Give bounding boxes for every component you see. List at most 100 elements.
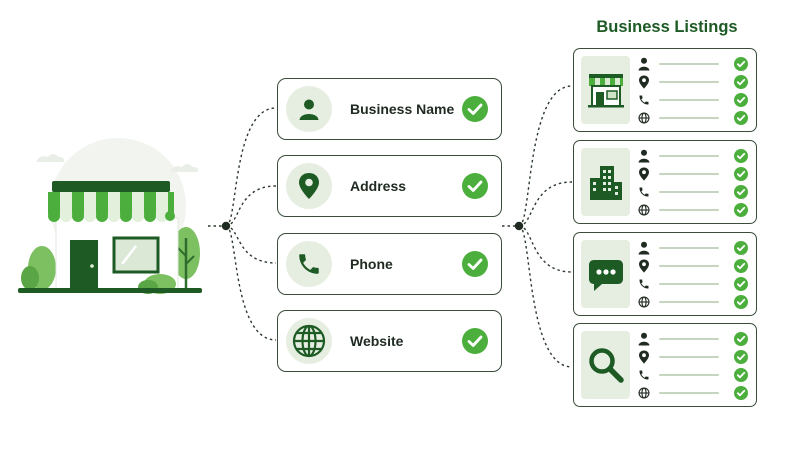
placeholder-line [659, 301, 719, 303]
person-icon [638, 332, 650, 346]
listing-row-website [636, 111, 752, 125]
check-circle-icon [462, 96, 488, 122]
check-circle-icon [734, 167, 748, 181]
listing-card-buildings [573, 140, 757, 224]
location-pin-icon [639, 259, 649, 273]
listing-fields [636, 54, 752, 126]
placeholder-line [659, 247, 719, 249]
globe-icon [638, 204, 650, 216]
phone-icon [286, 241, 332, 287]
check-circle-icon [734, 386, 748, 400]
connector-to-address [225, 185, 277, 227]
placeholder-line [659, 63, 719, 65]
check-circle-icon [462, 173, 488, 199]
listing-row-name [636, 149, 752, 163]
placeholder-line [659, 392, 719, 394]
check-circle-icon [734, 57, 748, 71]
placeholder-line [659, 265, 719, 267]
check-circle-icon [734, 368, 748, 382]
check-circle-icon [734, 75, 748, 89]
listing-row-phone [636, 368, 752, 382]
placeholder-line [659, 81, 719, 83]
location-pin-icon [639, 350, 649, 364]
connector-to-business-name [225, 107, 277, 227]
listing-row-name [636, 57, 752, 71]
listing-row-website [636, 386, 752, 400]
chat-bubble-icon [581, 240, 630, 308]
check-circle-icon [734, 203, 748, 217]
listing-row-phone [636, 185, 752, 199]
placeholder-line [659, 283, 719, 285]
connector-to-website [225, 225, 277, 341]
listing-row-phone [636, 277, 752, 291]
check-circle-icon [462, 328, 488, 354]
placeholder-line [659, 209, 719, 211]
check-circle-icon [734, 111, 748, 125]
listing-row-phone [636, 93, 752, 107]
field-label-address: Address [350, 178, 407, 194]
junction-dot-left [221, 221, 231, 231]
connector-to-listing-2 [518, 181, 573, 227]
placeholder-line [659, 117, 719, 119]
connector-to-listing-1 [518, 85, 573, 227]
field-label-phone: Phone [350, 256, 393, 272]
placeholder-line [659, 191, 719, 193]
listing-row-address [636, 75, 752, 89]
listing-fields [636, 329, 752, 401]
magnifier-icon [581, 331, 630, 399]
phone-icon [639, 187, 649, 197]
listing-card-storefront [573, 48, 757, 132]
listing-card-reviews [573, 232, 757, 316]
placeholder-line [659, 155, 719, 157]
listing-row-name [636, 332, 752, 346]
check-circle-icon [734, 332, 748, 346]
field-card-business-name: Business Name [277, 78, 502, 140]
field-label-business-name: Business Name [350, 101, 455, 117]
buildings-icon [581, 148, 630, 216]
check-circle-icon [462, 251, 488, 277]
listings-title: Business Listings [596, 18, 738, 36]
placeholder-line [659, 173, 719, 175]
person-icon [638, 149, 650, 163]
connector-to-listing-3 [518, 225, 573, 273]
check-circle-icon [734, 259, 748, 273]
phone-icon [639, 370, 649, 380]
listing-row-address [636, 259, 752, 273]
location-pin-icon [286, 163, 332, 209]
check-circle-icon [734, 241, 748, 255]
placeholder-line [659, 356, 719, 358]
check-circle-icon [734, 185, 748, 199]
field-label-website: Website [350, 333, 404, 349]
location-pin-icon [639, 167, 649, 181]
person-icon [638, 241, 650, 255]
listing-row-address [636, 167, 752, 181]
storefront-icon [18, 138, 202, 294]
listing-row-website [636, 203, 752, 217]
connector-to-phone [225, 225, 277, 264]
phone-icon [639, 279, 649, 289]
globe-icon [638, 387, 650, 399]
storefront-icon [581, 56, 630, 124]
check-circle-icon [734, 350, 748, 364]
field-card-website: Website [277, 310, 502, 372]
person-icon [638, 57, 650, 71]
connector-to-listing-4 [518, 225, 573, 368]
junction-dot-right [514, 221, 524, 231]
globe-icon [286, 318, 332, 364]
field-card-address: Address [277, 155, 502, 217]
listing-fields [636, 238, 752, 310]
listing-row-address [636, 350, 752, 364]
listing-card-search [573, 323, 757, 407]
listing-row-website [636, 295, 752, 309]
listing-row-name [636, 241, 752, 255]
globe-icon [638, 112, 650, 124]
storefront-illustration [18, 128, 208, 308]
listing-fields [636, 146, 752, 218]
location-pin-icon [639, 75, 649, 89]
check-circle-icon [734, 277, 748, 291]
check-circle-icon [734, 149, 748, 163]
placeholder-line [659, 99, 719, 101]
check-circle-icon [734, 93, 748, 107]
placeholder-line [659, 338, 719, 340]
